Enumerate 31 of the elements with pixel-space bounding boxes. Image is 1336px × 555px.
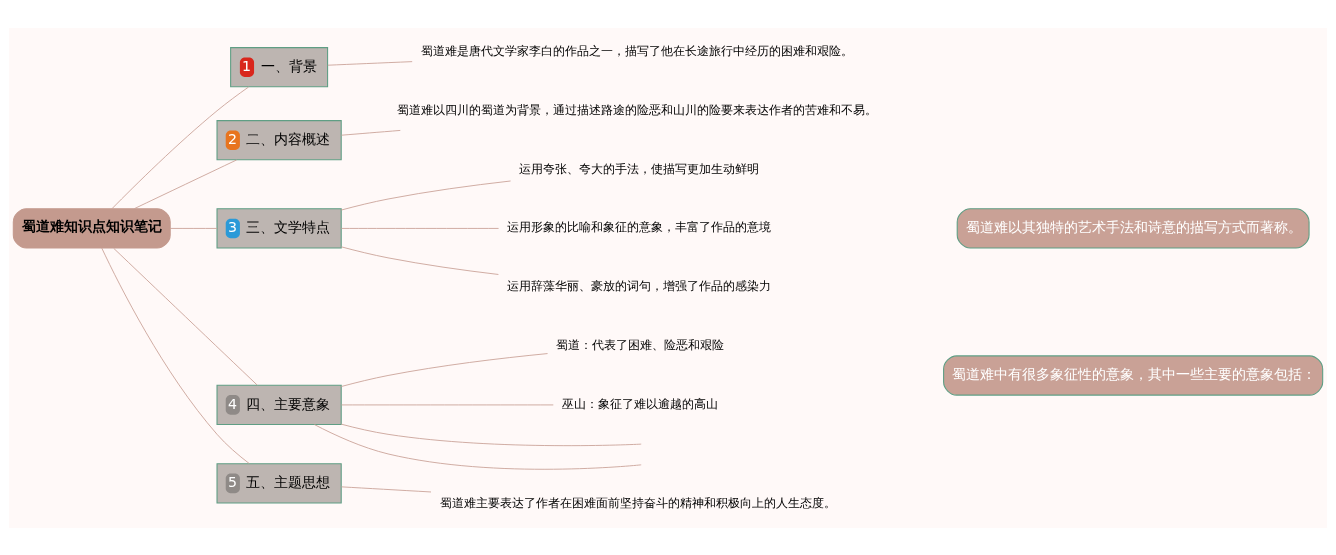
connector xyxy=(133,159,238,209)
node-box: 2 二、内容概述 xyxy=(216,119,342,160)
connector xyxy=(113,247,258,385)
connector xyxy=(341,352,548,387)
connector xyxy=(341,485,432,492)
node-box: 1 一、背景 xyxy=(230,46,329,87)
connector xyxy=(314,423,642,470)
node-text: 蜀道难主要表达了作者在困难面前坚持奋斗的精神和积极向上的人生态度。 xyxy=(439,495,836,510)
node-box: 蜀道难知识点知识笔记 xyxy=(12,207,171,249)
node-box: 3 三、文学特点 xyxy=(216,207,342,249)
connector xyxy=(169,227,218,229)
node-text: 蜀道难以四川的蜀道为背景，通过描述路途的险恶和山川的险要来表达作者的苦难和不易。 xyxy=(396,102,877,117)
node-box: 5 五、主题思想 xyxy=(216,462,342,503)
connector xyxy=(341,129,401,136)
connector xyxy=(341,245,499,275)
connector xyxy=(327,60,413,66)
connector xyxy=(341,180,512,210)
node-text: 运用形象的比喻和象征的意象，丰富了作品的意境 xyxy=(507,219,772,234)
node-text: 蜀道：代表了困难、险恶和艰险 xyxy=(556,337,725,352)
node-text: 运用夸张、夸大的手法，使描写更加生动鲜明 xyxy=(519,161,760,176)
connector xyxy=(341,403,554,405)
node-text: 巫山：象征了难以逾越的高山 xyxy=(562,396,719,411)
connector xyxy=(101,247,250,464)
node-text: 运用辞藻华丽、豪放的词句，增强了作品的感染力 xyxy=(507,278,772,293)
node-box: 蜀道难中有很多象征性的意象，其中一些主要的意象包括： xyxy=(943,354,1324,396)
node-text: 蜀道难是唐代文学家李白的作品之一，描写了他在长途旅行中经历的困难和艰险。 xyxy=(421,43,854,58)
node-box: 4 四、主要意象 xyxy=(216,384,342,425)
node-box: 蜀道难以其独特的艺术手法和诗意的描写方式而著称。 xyxy=(956,207,1310,249)
connector xyxy=(341,227,499,229)
connector xyxy=(340,423,642,446)
connector xyxy=(111,86,249,209)
